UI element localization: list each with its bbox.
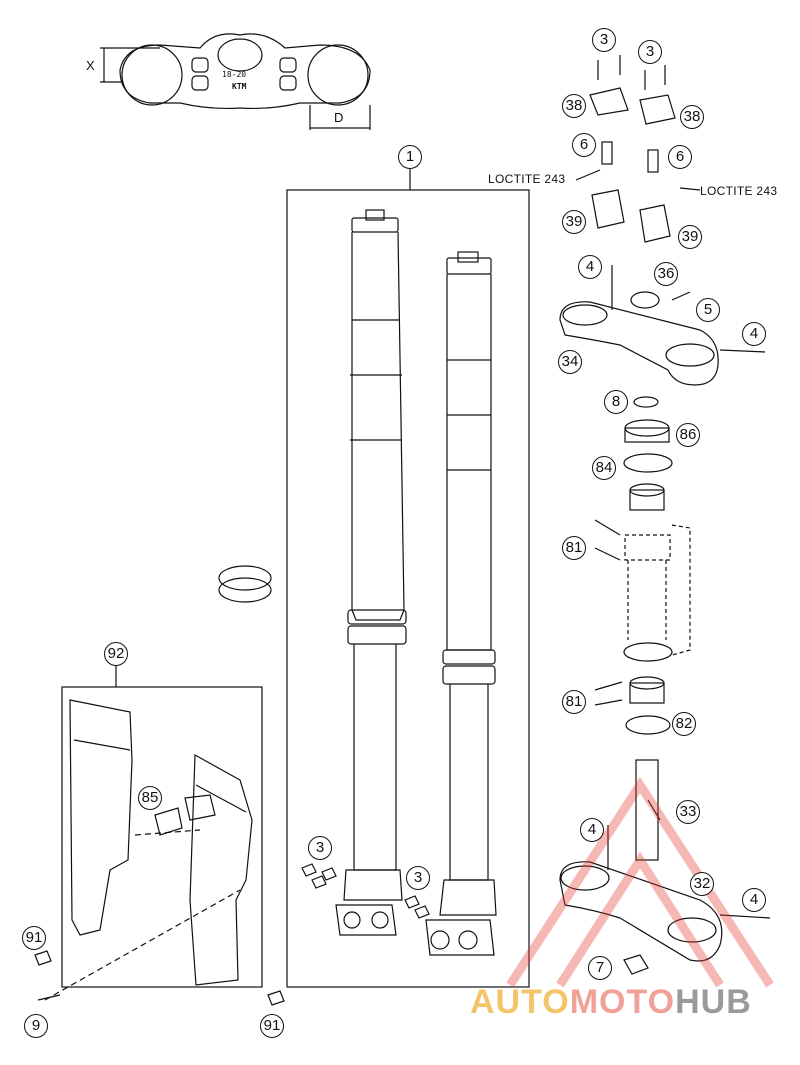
callout-81: 81 (562, 536, 586, 560)
dimension-x: X (86, 58, 95, 73)
callout-39: 39 (678, 225, 702, 249)
triple-clamp-top-view (100, 33, 371, 130)
callout-9: 9 (24, 1014, 48, 1038)
callout-82: 82 (672, 712, 696, 736)
callout-38: 38 (680, 105, 704, 129)
callout-3: 3 (308, 836, 332, 860)
watermark-moto: MOTO (569, 983, 676, 1021)
callout-3: 3 (592, 28, 616, 52)
fork-leg-right (404, 251, 497, 956)
callout-36: 36 (654, 262, 678, 286)
watermark-auto: AUTO (470, 983, 570, 1021)
fork-assembly-frame (286, 189, 530, 988)
callout-3: 3 (638, 40, 662, 64)
fork-guard-frame (61, 686, 263, 988)
upper-clamps (575, 55, 701, 243)
callout-1: 1 (398, 145, 422, 169)
callout-86: 86 (676, 423, 700, 447)
plate-brand: KTM (232, 82, 247, 91)
callout-6: 6 (668, 145, 692, 169)
callout-4: 4 (578, 255, 602, 279)
callout-85: 85 (138, 786, 162, 810)
callout-33: 33 (676, 800, 700, 824)
loctite-note-left: LOCTITE 243 (488, 172, 566, 186)
watermark-triangle (506, 776, 774, 988)
fork-guards (34, 699, 285, 1006)
dimension-d: D (334, 110, 344, 125)
callout-3: 3 (406, 866, 430, 890)
watermark-hub: HUB (675, 983, 752, 1021)
lower-triple-clamp (559, 759, 771, 975)
steering-bearings (623, 396, 691, 735)
callout-39: 39 (562, 210, 586, 234)
callout-32: 32 (690, 872, 714, 896)
fork-leg-left (301, 209, 407, 936)
callout-6: 6 (572, 133, 596, 157)
spare-ring (218, 565, 272, 591)
callout-5: 5 (696, 298, 720, 322)
loctite-note-right: LOCTITE 243 (700, 184, 778, 198)
callout-91: 91 (22, 926, 46, 950)
callout-84: 84 (592, 456, 616, 480)
callout-34: 34 (558, 350, 582, 374)
callout-4: 4 (580, 818, 604, 842)
callout-8: 8 (604, 390, 628, 414)
callout-81: 81 (562, 690, 586, 714)
callout-38: 38 (562, 94, 586, 118)
watermark-logo: AUTOMOTOHUB (470, 983, 752, 1022)
callout-91: 91 (260, 1014, 284, 1038)
callout-7: 7 (588, 956, 612, 980)
plate-code: 18-20 (222, 70, 247, 79)
callout-92: 92 (104, 642, 128, 666)
callout-4: 4 (742, 322, 766, 346)
callout-4: 4 (742, 888, 766, 912)
upper-triple-clamp (559, 265, 766, 386)
